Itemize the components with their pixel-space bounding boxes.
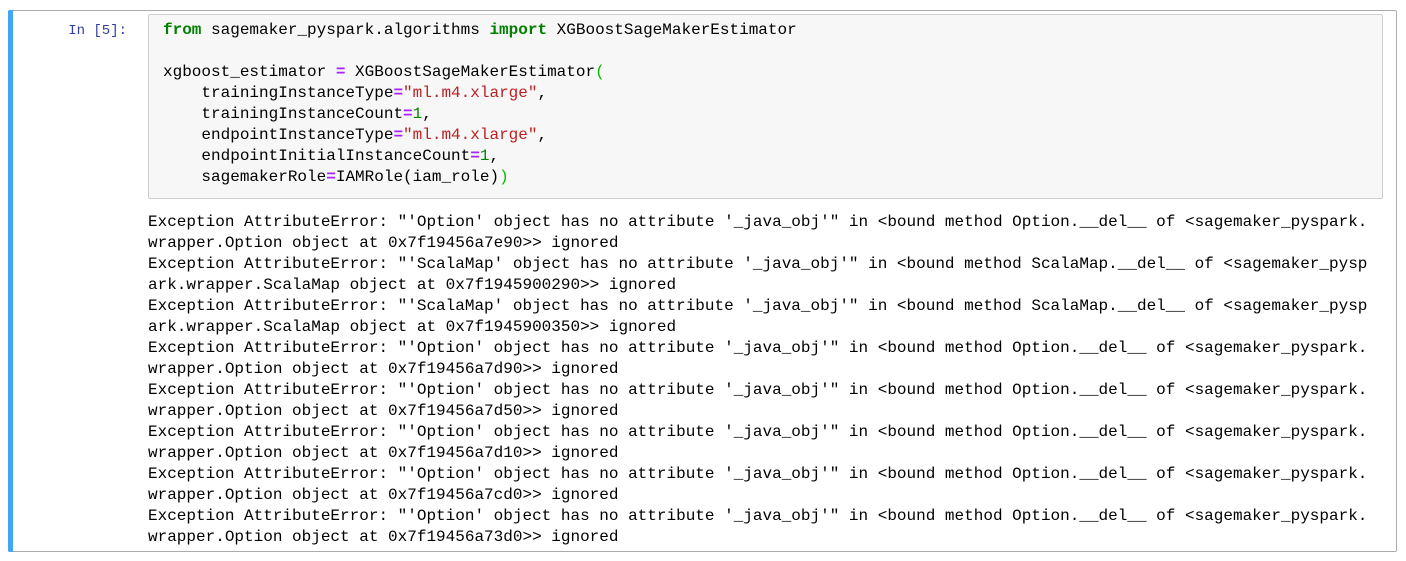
code-content: from sagemaker_pyspark.algorithms import… xyxy=(163,21,797,186)
input-prompt: In [5]: xyxy=(68,23,127,39)
code-editor[interactable]: from sagemaker_pyspark.algorithms import… xyxy=(148,14,1383,199)
cell-input-row: In [5]: from sagemaker_pyspark.algorithm… xyxy=(9,11,1396,199)
output-prompt-spacer xyxy=(9,212,148,548)
output-text: Exception AttributeError: "'Option' obje… xyxy=(148,213,1368,546)
cell-output-row: Exception AttributeError: "'Option' obje… xyxy=(9,212,1396,548)
input-prompt-column: In [5]: xyxy=(9,14,148,199)
code-cell[interactable]: In [5]: from sagemaker_pyspark.algorithm… xyxy=(8,10,1397,552)
cell-output: Exception AttributeError: "'Option' obje… xyxy=(148,212,1396,548)
cell-selection-indicator xyxy=(8,10,13,552)
